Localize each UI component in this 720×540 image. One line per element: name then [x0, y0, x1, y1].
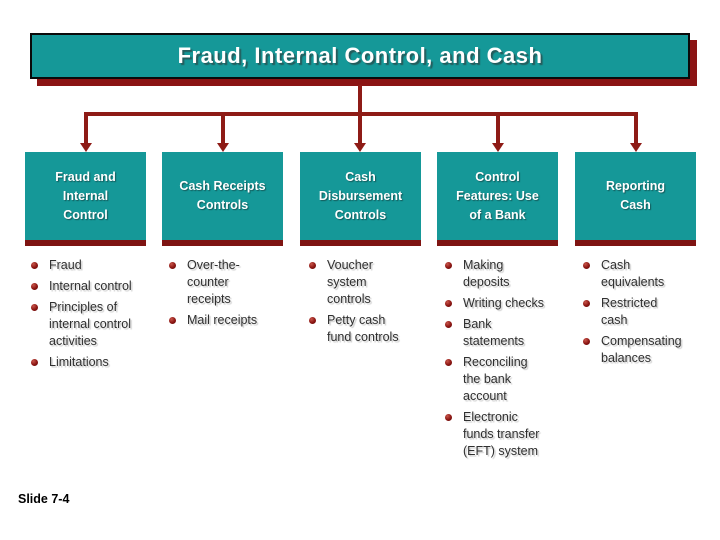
bullet-item: Writing checks [445, 295, 544, 312]
connector-horizontal-line [84, 112, 638, 116]
bullet-item: Bank statements [445, 316, 544, 350]
arrow-down-icon [217, 143, 229, 152]
bullet-list-cash-disbursement-controls: Voucher system controls Petty cash fund … [309, 257, 399, 350]
category-box-cash-disbursement-controls: Cash Disbursement Controls [300, 152, 421, 246]
connector-drop-line-4 [496, 116, 500, 143]
bullet-item: Restricted cash [583, 295, 682, 329]
bullet-item: Over-the- counter receipts [169, 257, 257, 308]
category-box-label: Fraud and Internal Control [55, 169, 116, 222]
bullet-icon [31, 304, 38, 311]
bullet-item: Fraud [31, 257, 132, 274]
bullet-icon [309, 262, 316, 269]
bullet-item: Compensating balances [583, 333, 682, 367]
bullet-icon [445, 414, 452, 421]
bullet-item: Cash equivalents [583, 257, 682, 291]
bullet-item: Internal control [31, 278, 132, 295]
bullet-item: Principles of internal control activitie… [31, 299, 132, 350]
bullet-icon [309, 317, 316, 324]
bullet-item: Voucher system controls [309, 257, 399, 308]
bullet-icon [31, 262, 38, 269]
bullet-icon [31, 359, 38, 366]
bullet-icon [31, 283, 38, 290]
connector-drop-line-1 [84, 116, 88, 143]
arrow-down-icon [354, 143, 366, 152]
bullet-icon [169, 317, 176, 324]
bullet-icon [169, 262, 176, 269]
arrow-down-icon [492, 143, 504, 152]
bullet-list-control-features-use-of-a-bank: Making deposits Writing checks Bank stat… [445, 257, 544, 464]
bullet-item: Mail receipts [169, 312, 257, 329]
slide-number-label: Slide 7-4 [18, 492, 70, 506]
category-box-label: Reporting Cash [605, 179, 666, 212]
connector-drop-line-2 [221, 116, 225, 143]
category-box-label: Cash Disbursement Controls [318, 169, 403, 222]
category-box-label: Cash Receipts Controls [179, 179, 266, 212]
category-box-control-features-use-of-a-bank: Control Features: Use of a Bank [437, 152, 558, 246]
bullet-list-fraud-and-internal-control: Fraud Internal control Principles of int… [31, 257, 132, 375]
bullet-item: Reconciling the bank account [445, 354, 544, 405]
connector-drop-line-5 [634, 116, 638, 143]
category-box-label: Control Features: Use of a Bank [456, 169, 539, 222]
bullet-icon [445, 359, 452, 366]
slide-title-bar: Fraud, Internal Control, and Cash [30, 33, 690, 79]
category-box-cash-receipts-controls: Cash Receipts Controls [162, 152, 283, 246]
bullet-item: Making deposits [445, 257, 544, 291]
bullet-item: Petty cash fund controls [309, 312, 399, 346]
category-box-fraud-and-internal-control: Fraud and Internal Control [25, 152, 146, 246]
arrow-down-icon [80, 143, 92, 152]
bullet-icon [583, 338, 590, 345]
bullet-icon [583, 262, 590, 269]
bullet-list-reporting-cash: Cash equivalents Restricted cash Compens… [583, 257, 682, 371]
bullet-icon [445, 321, 452, 328]
bullet-list-cash-receipts-controls: Over-the- counter receipts Mail receipts [169, 257, 257, 333]
arrow-down-icon [630, 143, 642, 152]
bullet-icon [445, 262, 452, 269]
bullet-icon [583, 300, 590, 307]
slide-title: Fraud, Internal Control, and Cash [177, 43, 543, 68]
category-box-reporting-cash: Reporting Cash [575, 152, 696, 246]
bullet-icon [445, 300, 452, 307]
bullet-item: Limitations [31, 354, 132, 371]
bullet-item: Electronic funds transfer (EFT) system [445, 409, 544, 460]
